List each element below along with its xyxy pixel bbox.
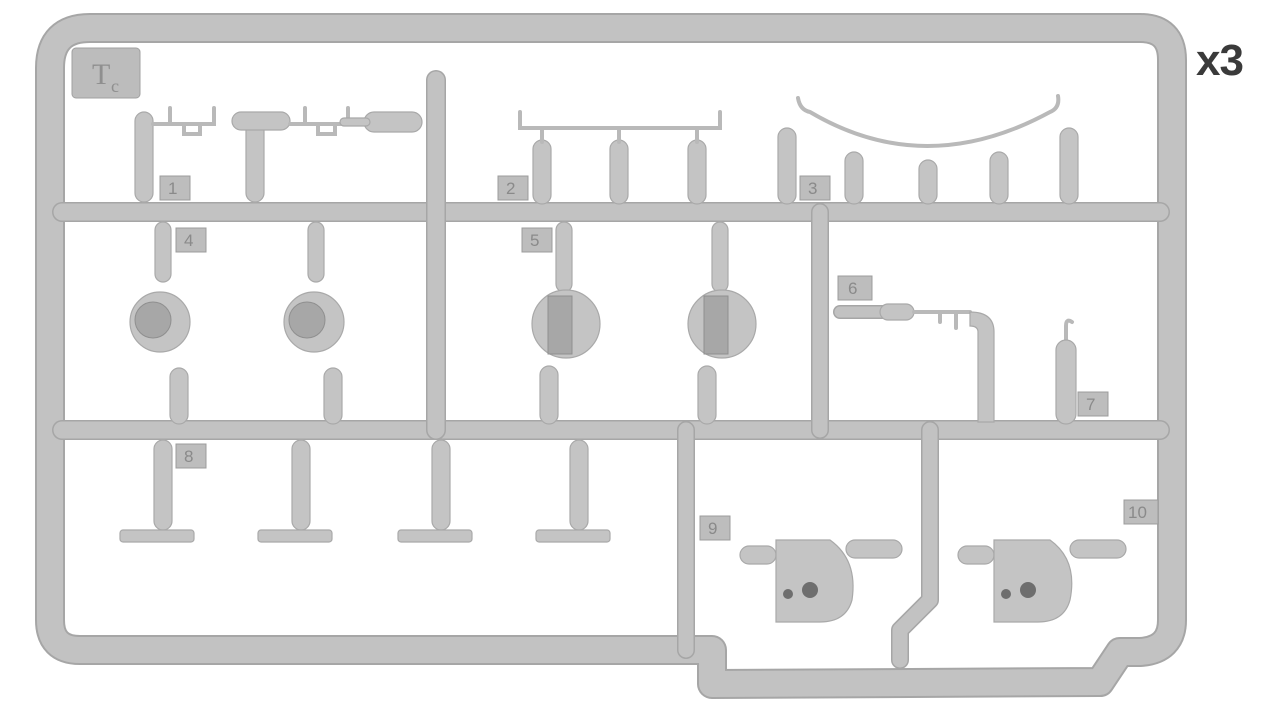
part-8	[119, 439, 611, 543]
part-5	[531, 221, 757, 425]
sprue-id-main: T	[92, 58, 110, 91]
part-tag-9: 9	[699, 515, 731, 541]
svg-text:2: 2	[506, 179, 515, 198]
svg-text:10: 10	[1128, 503, 1147, 522]
part-tag-2: 2	[497, 175, 529, 201]
svg-text:9: 9	[708, 519, 717, 538]
part-tag-1: 1	[159, 175, 191, 201]
part-tag-6: 6	[837, 275, 873, 301]
part-tag-4: 4	[175, 227, 207, 253]
quantity-label: x3	[1196, 36, 1244, 85]
part-10	[957, 539, 1127, 623]
part-tag-7: 7	[1077, 391, 1109, 417]
svg-text:4: 4	[184, 231, 193, 250]
svg-text:1: 1	[168, 179, 177, 198]
part-6	[879, 303, 995, 423]
part-9	[739, 539, 903, 623]
inner-runners	[52, 70, 1170, 669]
svg-text:6: 6	[848, 279, 857, 298]
sprue-id-badge: T c	[71, 47, 141, 99]
part-tag-8: 8	[175, 443, 207, 469]
part-3	[777, 94, 1079, 205]
part-7	[1055, 318, 1077, 425]
part-1	[134, 106, 423, 203]
outer-runner	[35, 13, 1187, 699]
part-number-tags: 1 2 3 4 5 6 7	[159, 175, 1159, 541]
part-tag-5: 5	[521, 227, 553, 253]
svg-text:7: 7	[1086, 395, 1095, 414]
part-tag-10: 10	[1123, 499, 1159, 525]
svg-text:5: 5	[530, 231, 539, 250]
svg-text:3: 3	[808, 179, 817, 198]
part-tag-3: 3	[799, 175, 831, 201]
sprue-id-sub: c	[111, 76, 119, 96]
part-4	[129, 221, 345, 425]
svg-text:8: 8	[184, 447, 193, 466]
part-2	[518, 110, 722, 205]
